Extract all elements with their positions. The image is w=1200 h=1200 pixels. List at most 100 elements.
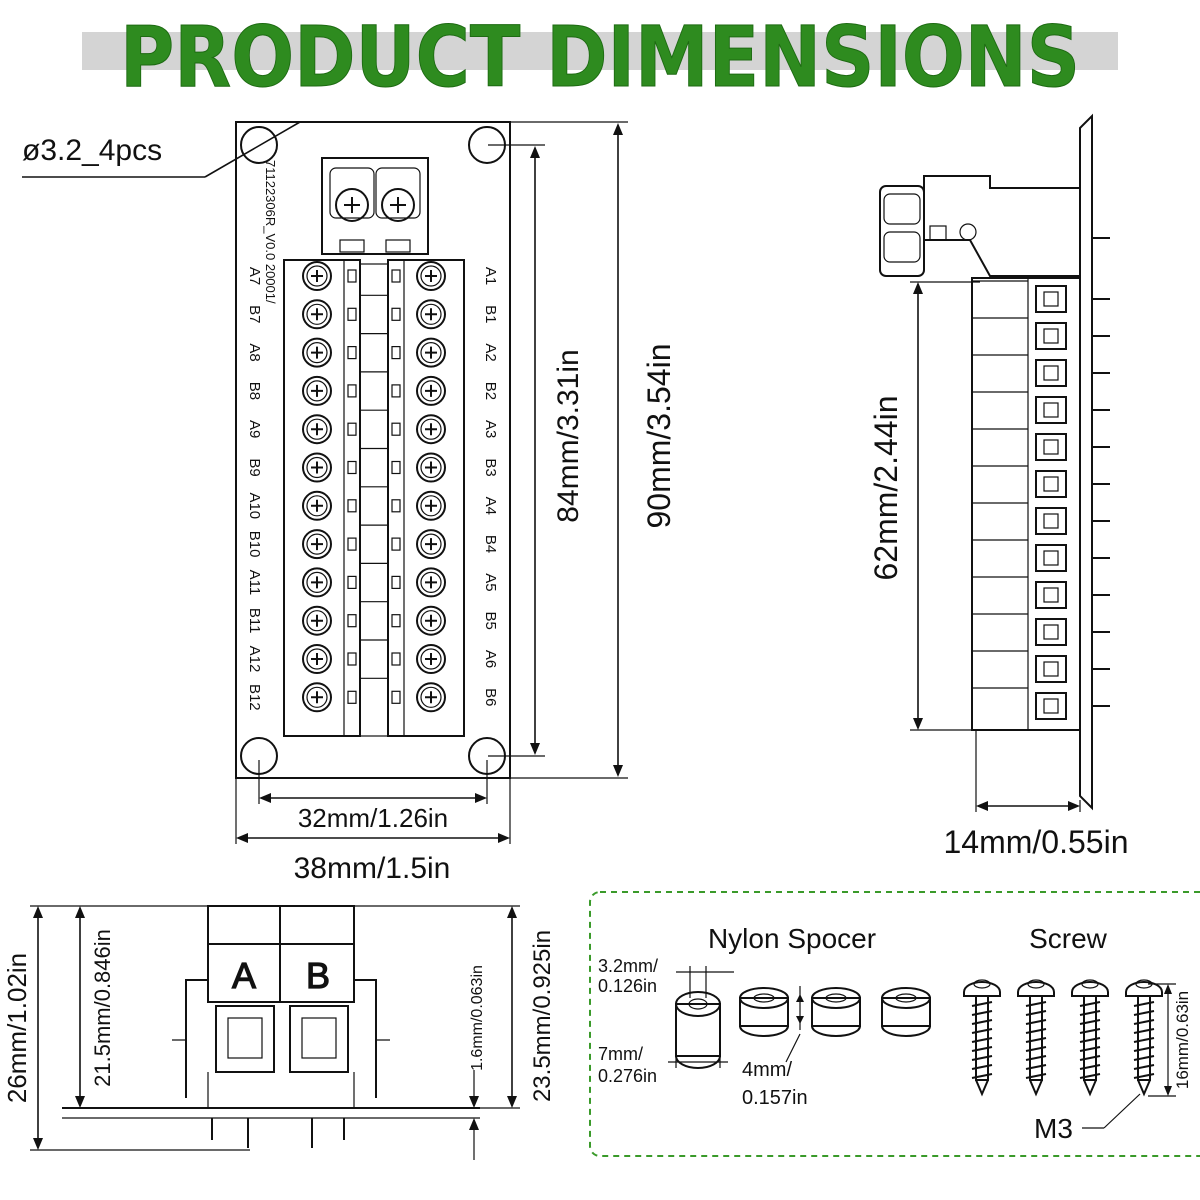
terminal-screw-icon: [302, 299, 332, 330]
pin-label-left: A11: [246, 570, 263, 596]
pcb-outline: [235, 121, 511, 779]
side-terminal-slot: [972, 539, 1067, 572]
pin-label-left: A10: [246, 492, 263, 519]
dim-connector-pcb-text: 1.6mm/0.063in: [469, 965, 486, 1071]
page-title: PRODUCT DIMENSIONS: [120, 8, 1080, 106]
hole-callout: ø3.2_4pcs: [22, 121, 301, 178]
title-banner: PRODUCT DIMENSIONS: [82, 8, 1118, 107]
terminal-screw-icon: [416, 490, 446, 521]
pin-label-right: A4: [482, 497, 499, 515]
connector-label-b: B: [306, 955, 330, 996]
dim-connector-body-text: 21.5mm/0.846in: [90, 929, 115, 1087]
terminal-screw-icon: [302, 529, 332, 560]
pin-label-left: B7: [246, 305, 263, 323]
board-code: 71122306R_V0.0 20001/: [263, 160, 278, 304]
spacer-title: Nylon Spocer: [708, 923, 876, 954]
pin-label-right: B1: [482, 305, 499, 323]
pin-label-left: A12: [246, 646, 263, 673]
pin-label-right: A2: [482, 343, 499, 361]
side-view: 62mm/2.44in 14mm/0.55in: [868, 113, 1129, 860]
dim-total-width-text: 38mm/1.5in: [294, 852, 451, 885]
dim-inner-text: 3.2mm/: [598, 956, 658, 976]
pin-label-left: B11: [246, 608, 263, 634]
screw-title: Screw: [1029, 923, 1108, 954]
pin-label-right: B3: [482, 458, 499, 476]
terminal-screw-icon: [302, 644, 332, 674]
m3-screw-icon: [1125, 979, 1163, 1097]
pin-label-left: B9: [246, 458, 263, 476]
nylon-spacer: [811, 987, 861, 1037]
terminal-screw-icon: [302, 261, 332, 291]
pin-label-right: B2: [482, 382, 499, 400]
terminal-screw-icon: [416, 567, 446, 598]
screw-size-text: M3: [1034, 1113, 1073, 1144]
dim-height-text: 4mm/: [742, 1059, 792, 1081]
connector-label-a: A: [232, 955, 256, 996]
dim-hole-height-text: 84mm/3.31in: [552, 349, 585, 522]
terminal-screw-icon: [416, 644, 446, 674]
pin-label-left: A9: [246, 420, 263, 438]
hole-callout-text: ø3.2_4pcs: [22, 134, 162, 167]
dim-side-depth-text: 14mm/0.55in: [944, 824, 1129, 860]
terminal-screws: [302, 261, 446, 713]
dim-outer-text: 7mm/: [598, 1044, 643, 1064]
terminal-screw-icon: [302, 490, 332, 521]
center-channel: [359, 263, 389, 737]
pin-label-right: A1: [482, 267, 499, 285]
pin-label-right: A5: [482, 573, 499, 591]
terminal-screw-icon: [416, 529, 446, 560]
dim-side-height: 62mm/2.44in: [868, 281, 980, 731]
dim-side-height-text: 62mm/2.44in: [868, 396, 904, 581]
terminal-screw-icon: [416, 375, 446, 406]
side-terminal-slot: [972, 428, 1067, 461]
dim-outer-in-text: 0.276in: [598, 1066, 657, 1086]
pin-label-right: A6: [482, 650, 499, 668]
terminal-screw-icon: [416, 414, 446, 445]
pin-label-right: B6: [482, 688, 499, 706]
dim-total-height: 90mm/3.54in: [510, 121, 677, 779]
dim-connector-upper-text: 23.5mm/0.925in: [529, 930, 556, 1102]
pin-label-left: A7: [246, 267, 263, 285]
terminal-screw-icon: [416, 682, 446, 713]
terminal-screw-icon: [416, 261, 446, 291]
terminal-screw-icon: [302, 605, 332, 636]
side-terminal-body: [971, 277, 1081, 731]
side-terminal-slots: [972, 280, 1067, 720]
side-terminal-slot: [972, 576, 1067, 609]
pin-label-right: B4: [482, 535, 499, 553]
dim-side-depth: 14mm/0.55in: [944, 730, 1129, 860]
pin-label-left: B12: [246, 684, 263, 711]
pin-label-left: B10: [246, 531, 263, 558]
dim-height-in-text: 0.157in: [742, 1087, 808, 1109]
dim-total-height-text: 90mm/3.54in: [641, 344, 677, 529]
m3-screw-icon: [1017, 979, 1055, 1097]
connector-view: A B 26mm/1.02in 21.5mm/0.846in 1.6mm/0.0…: [2, 905, 556, 1160]
dim-connector-total-text: 26mm/1.02in: [2, 953, 32, 1103]
dim-hole-width-text: 32mm/1.26in: [298, 803, 448, 833]
side-terminal-slot: [972, 354, 1067, 387]
terminal-screw-icon: [302, 567, 332, 598]
m3-screw-icon: [1071, 979, 1109, 1097]
dim-hole-width: 32mm/1.26in: [258, 760, 488, 833]
side-pcb-plate: [1079, 113, 1093, 811]
m3-screws: [963, 979, 1163, 1097]
terminal-screw-icon: [302, 337, 332, 368]
side-terminal-slot: [972, 650, 1067, 683]
side-terminal-slot: [972, 613, 1067, 646]
m3-screw-icon: [963, 979, 1001, 1097]
mount-hole-top-left: [240, 126, 278, 164]
pin-label-right: B5: [482, 612, 499, 630]
dim-screw-text: 16mm/0.63in: [1173, 991, 1192, 1089]
terminal-screw-icon: [416, 605, 446, 636]
terminal-screw-icon: [416, 337, 446, 368]
terminal-screw-icon: [416, 299, 446, 330]
nylon-spacer: [739, 987, 789, 1037]
terminal-screw-icon: [302, 414, 332, 445]
nylon-spacers: [739, 987, 931, 1037]
terminal-screw-icon: [416, 452, 446, 483]
pin-label-left: B8: [246, 382, 263, 400]
power-connector: [321, 157, 429, 255]
